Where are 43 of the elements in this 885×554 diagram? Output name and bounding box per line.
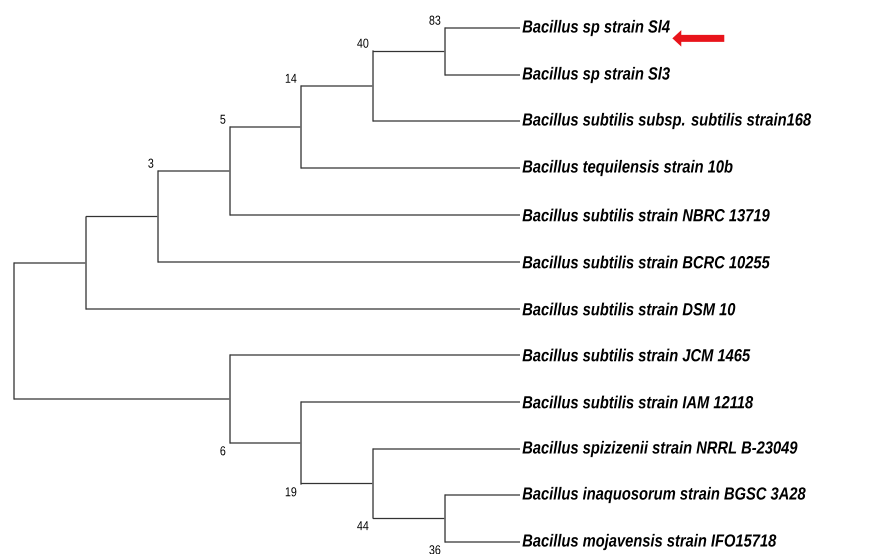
tree-branch [86,216,158,218]
tree-branch [230,442,300,444]
species-label: Bacillus sp strain Sl3 [522,66,670,84]
tree-branch [230,214,520,216]
species-label: Bacillus subtilis strain DSM 10 [522,302,736,316]
tree-branch [158,261,520,263]
species-label: Bacillus subtilis subsp. subtilis strain168 [522,112,812,130]
species-label: Bacillus subtilis strain JCM 1465 [522,348,750,362]
bootstrap-value: 36 [429,545,440,554]
tree-branch [14,262,86,264]
tree-branch [301,85,372,87]
tree-branch [445,541,520,543]
tree-branch [230,126,300,128]
bootstrap-value: 14 [286,74,296,83]
tree-branch [445,27,520,29]
tree-branch [373,518,444,520]
tree-branch [14,398,230,400]
bootstrap-value: 6 [220,446,226,456]
bootstrap-value: 5 [220,114,226,124]
species-label: Bacillus spizizenii strain NRRL B-23049 [522,440,798,458]
tree-branch [230,354,520,356]
species-label: Bacillus sp strain Sl4 [522,20,670,36]
tree-branch [301,167,520,169]
species-label: Bacillus inaquosorum strain BGSC 3A28 [522,486,806,504]
tree-branch [301,482,372,484]
species-label: Bacillus subtilis strain NBRC 13719 [522,208,770,222]
tree-branch [445,494,520,496]
tree-branch [445,74,520,76]
bootstrap-value: 19 [286,487,296,496]
tree-branch [301,401,520,403]
tree-branch [86,308,520,310]
tree-branch [373,120,520,122]
species-label: Bacillus mojavensis strain IFO15718 [522,534,776,550]
tree-branch [373,50,444,52]
bootstrap-value: 44 [357,521,368,530]
species-label: Bacillus subtilis strain BCRC 10255 [522,256,770,268]
species-label: Bacillus subtilis strain IAM 12118 [522,396,754,408]
tree-branch [373,448,520,450]
bootstrap-value: 3 [148,158,154,168]
bootstrap-value: 40 [357,38,368,48]
species-label: Bacillus tequilensis strain 10b [522,160,733,176]
bootstrap-value: 83 [429,16,440,25]
tree-branch [158,170,230,172]
